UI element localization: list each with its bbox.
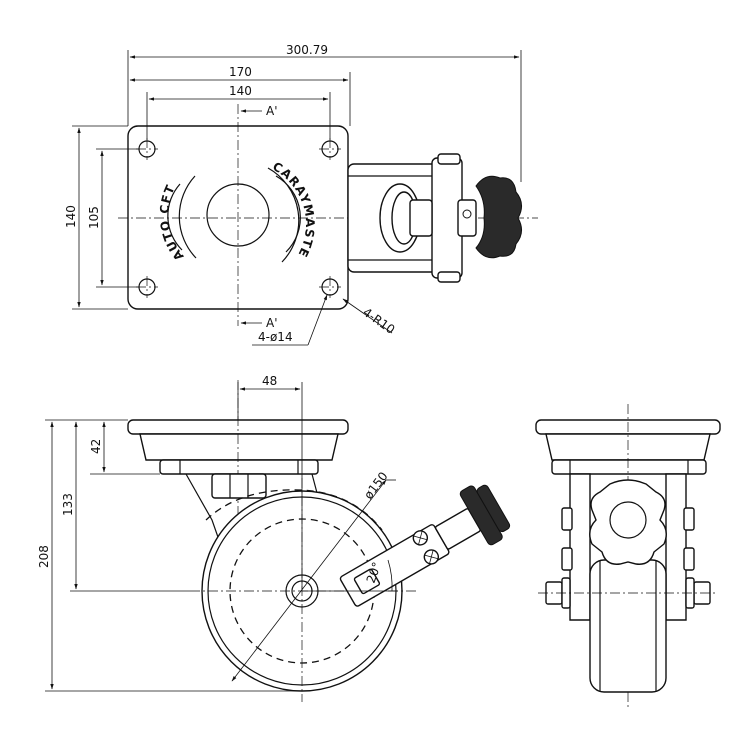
dim-plate-width: 170 (229, 65, 252, 79)
dim-hole-spec: 4-ø14 (258, 330, 293, 344)
dim-wheel-diameter: ø150 (361, 469, 390, 502)
brake-knob-top (462, 175, 522, 259)
dim-plate-stack: 42 (89, 439, 103, 454)
dim-total-height: 208 (37, 545, 51, 568)
center-bore (206, 183, 270, 247)
dim-axle-height: 133 (61, 493, 75, 516)
section-mark-top: A' (266, 104, 278, 118)
dim-overall-width: 300.79 (286, 43, 328, 57)
dim-hole-spacing-y: 105 (87, 206, 101, 229)
front-view (535, 404, 721, 708)
dim-angle: 20° (364, 560, 384, 585)
brake-arm-side (339, 484, 511, 607)
side-view: ø150 20° 48 42 133 (37, 374, 511, 702)
dim-corner-radius: 4-R10 (360, 305, 397, 337)
dim-plate-height: 140 (64, 205, 78, 228)
top-view: AUTO CFT CARAYMASTER 300.79 170 (0, 0, 538, 346)
section-mark-bottom: A' (266, 316, 278, 330)
wheel-front (589, 559, 667, 693)
brake-knob-front (589, 479, 667, 565)
dim-hole-spacing-x: 140 (229, 84, 252, 98)
dim-offset: 48 (262, 374, 277, 388)
